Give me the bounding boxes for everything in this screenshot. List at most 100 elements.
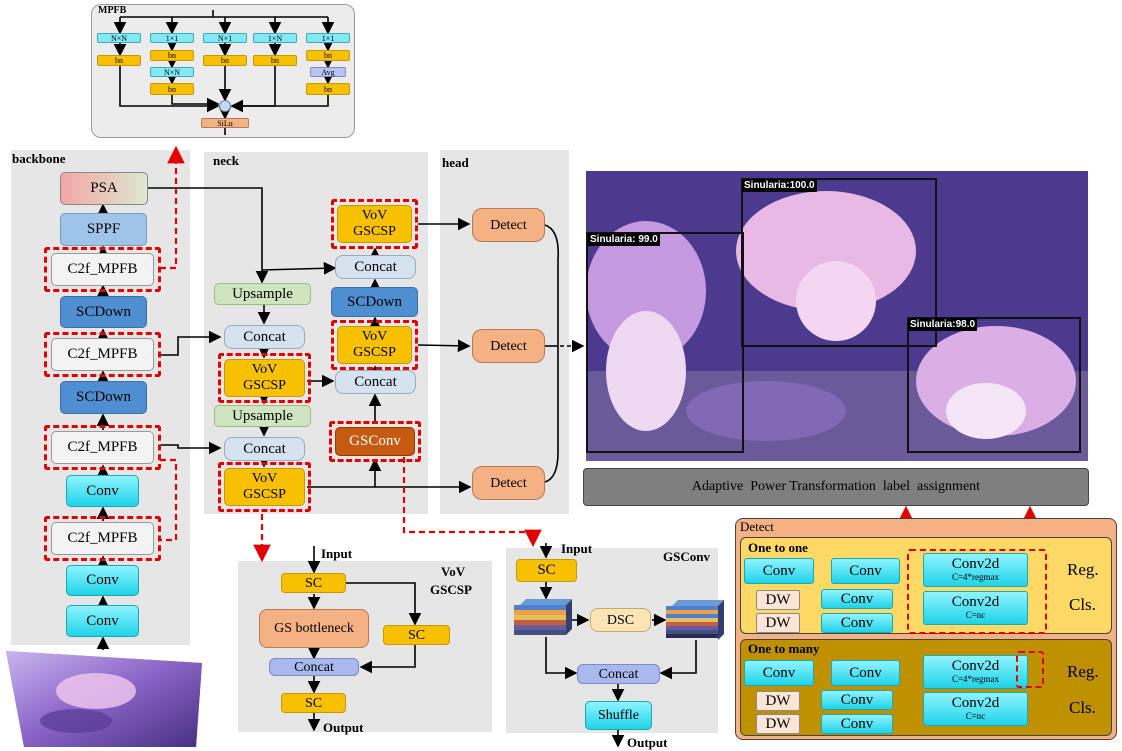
mpfb-silu: SiLu bbox=[201, 118, 249, 128]
detect-block-3: Detect bbox=[472, 466, 545, 500]
conv-block-2: Conv bbox=[66, 565, 139, 596]
concat-block-mid: Concat bbox=[335, 370, 416, 394]
backbone-panel-title: backbone bbox=[12, 151, 66, 166]
mpfb-1xn-conv: 1×N bbox=[253, 33, 297, 43]
mpfb-bn-5: bn bbox=[306, 50, 350, 61]
dsc-block: DSC bbox=[590, 608, 651, 632]
c2f-mpfb-highlight-3 bbox=[44, 332, 161, 377]
vov-sc-block-2: SC bbox=[383, 625, 450, 645]
feature-stack-output-icon bbox=[666, 600, 724, 640]
one-to-many-dw-1: DW bbox=[756, 691, 800, 711]
vov-panel-title-2: GSCSP bbox=[430, 582, 472, 597]
one-to-many-conv-4: Conv bbox=[821, 714, 893, 734]
mpfb-bn-7: bn bbox=[306, 83, 350, 95]
conv-block-1: Conv bbox=[66, 605, 139, 637]
vov-gscsp-highlight-top bbox=[331, 199, 418, 249]
mpfb-1x1-conv-2: 1×1 bbox=[306, 33, 350, 43]
conv2d-reg-label-1: Conv2d bbox=[951, 556, 1000, 572]
one-to-one-conv-3: Conv bbox=[821, 589, 893, 609]
concat-block-top: Concat bbox=[335, 255, 416, 279]
c2f-mpfb-highlight-1 bbox=[44, 516, 161, 561]
reg-output-label-1: Reg. bbox=[1067, 560, 1099, 579]
vov-gscsp-label-mid: VoV GSCSP bbox=[353, 329, 396, 360]
shuffle-block: Shuffle bbox=[585, 701, 652, 730]
gsconv-panel-output-label: Output bbox=[627, 735, 668, 750]
vov-panel-title-1: VoV bbox=[441, 564, 466, 579]
one-to-many-label: One to many bbox=[748, 641, 820, 656]
detection-label-2: Sinularia: 99.0 bbox=[588, 233, 660, 246]
mpfb-bn-2: bn bbox=[150, 50, 194, 61]
conv-block-3: Conv bbox=[66, 475, 139, 507]
neck-panel-title: neck bbox=[213, 153, 239, 168]
input-image-thumbnail bbox=[6, 651, 202, 747]
scdown-block-neck: SCDown bbox=[331, 287, 418, 317]
one-to-many-conv-2: Conv bbox=[831, 660, 900, 686]
gs-bottleneck-block: GS bottleneck bbox=[259, 609, 369, 648]
detect-panel-title: Detect bbox=[740, 519, 774, 534]
input-image-graphic bbox=[6, 651, 202, 747]
c2f-mpfb-block-1: C2f_MPFB bbox=[51, 522, 154, 555]
detect-block-2: Detect bbox=[472, 329, 545, 363]
gsconv-block: GSConv bbox=[335, 427, 415, 456]
conv2d-reg-param-2: C=4*regmax bbox=[951, 674, 1000, 684]
mpfb-avg-pool: Avg bbox=[310, 67, 346, 77]
gsconv-concat-block: Concat bbox=[577, 664, 660, 684]
feature-stack-input-icon bbox=[514, 599, 572, 635]
one-to-many-conv-3: Conv bbox=[821, 690, 893, 710]
one-to-many-conv2d-cls: Conv2d C=nc bbox=[923, 692, 1028, 726]
gsconv-sc-block: SC bbox=[516, 559, 577, 582]
label-assignment-bar: Adaptive Power Transformation label assi… bbox=[583, 468, 1089, 506]
vov-sc-block-3: SC bbox=[281, 693, 346, 713]
psa-block: PSA bbox=[60, 172, 148, 205]
one-to-one-conv-1: Conv bbox=[744, 558, 814, 584]
conv2d-reg-label-2: Conv2d bbox=[951, 658, 1000, 674]
one-to-one-dw-1: DW bbox=[756, 590, 800, 610]
reg-branch-highlight bbox=[1016, 651, 1044, 688]
coral-scene-graphic bbox=[586, 171, 1088, 461]
vov-gscsp-highlight-mid bbox=[331, 320, 418, 370]
one-to-one-conv2d-cls: Conv2d C=nc bbox=[923, 591, 1028, 625]
gsconv-panel-input-label: Input bbox=[561, 541, 593, 556]
conv2d-cls-label-2: Conv2d bbox=[951, 695, 1000, 711]
c2f-mpfb-block-4: C2f_MPFB bbox=[51, 253, 154, 286]
scdown-block-2: SCDown bbox=[60, 296, 147, 328]
gsconv-highlight bbox=[329, 421, 421, 462]
vov-panel-input-label: Input bbox=[321, 546, 353, 561]
mpfb-1x1-conv: 1×1 bbox=[150, 33, 194, 43]
mpfb-sum-node bbox=[219, 100, 231, 112]
detection-result-image bbox=[586, 171, 1088, 461]
vov-gscsp-highlight-2 bbox=[218, 462, 311, 512]
c2f-mpfb-highlight-4 bbox=[44, 247, 161, 292]
detection-label-3: Sinularia:98.0 bbox=[908, 318, 978, 331]
upsample-block-2: Upsample bbox=[214, 405, 311, 427]
vov-panel-output-label: Output bbox=[323, 720, 364, 735]
conv2d-cls-param-2: C=nc bbox=[965, 711, 986, 721]
vov-gscsp-block-top: VoV GSCSP bbox=[337, 205, 412, 243]
one-to-one-conv-2: Conv bbox=[831, 558, 900, 584]
detection-label-1: Sinularia:100.0 bbox=[742, 179, 817, 192]
mpfb-nx1-conv: N×1 bbox=[203, 33, 247, 43]
c2f-mpfb-block-2: C2f_MPFB bbox=[51, 431, 154, 464]
gsconv-panel-title: GSConv bbox=[663, 549, 710, 564]
label-assignment-text: Adaptive Power Transformation label assi… bbox=[691, 479, 981, 494]
label-assignment-highlight bbox=[907, 549, 1047, 634]
scdown-block-1: SCDown bbox=[60, 381, 147, 414]
vov-sc-block-1: SC bbox=[281, 573, 346, 593]
feature-stack-output-graphic bbox=[666, 600, 724, 640]
detection-box-2 bbox=[586, 232, 744, 453]
mpfb-bn-6: bn bbox=[150, 83, 194, 95]
vov-gscsp-label-1: VoV GSCSP bbox=[243, 362, 286, 393]
vov-gscsp-highlight-1 bbox=[218, 353, 311, 403]
head-panel-title: head bbox=[442, 155, 469, 170]
mpfb-nxn-conv: N×N bbox=[97, 33, 141, 43]
c2f-mpfb-block-3: C2f_MPFB bbox=[51, 338, 154, 371]
mpfb-bn-3: bn bbox=[203, 55, 247, 66]
concat-block-2: Concat bbox=[224, 437, 305, 461]
feature-stack-input-graphic bbox=[514, 599, 572, 635]
detection-box-3 bbox=[907, 317, 1081, 453]
vov-gscsp-block-2: VoV GSCSP bbox=[224, 468, 305, 506]
conv2d-reg-param-1: C=4*regmax bbox=[951, 572, 1000, 582]
mpfb-bn-1: bn bbox=[97, 55, 141, 66]
vov-gscsp-block-mid: VoV GSCSP bbox=[337, 326, 412, 364]
vov-gscsp-label-top: VoV GSCSP bbox=[353, 208, 396, 239]
